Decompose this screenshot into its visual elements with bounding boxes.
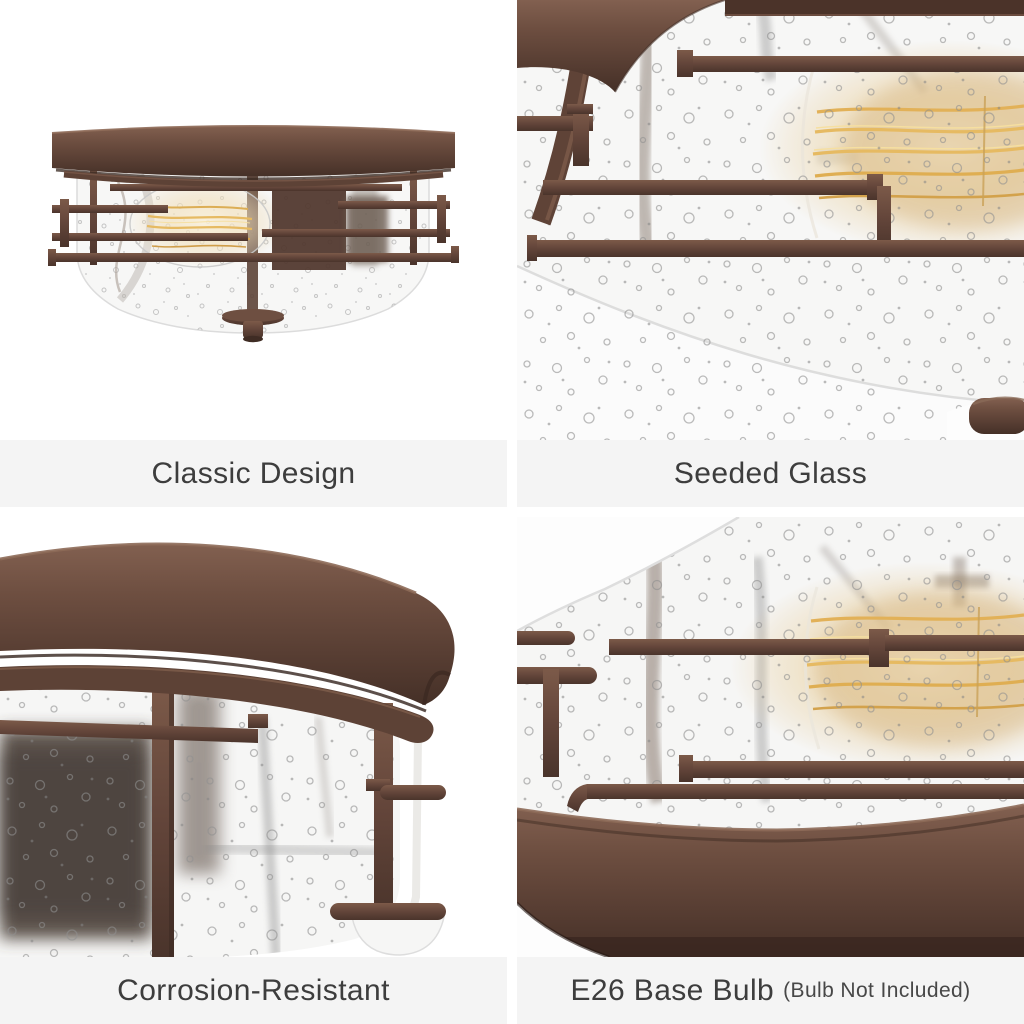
caption-corrosion-resistant: Corrosion-Resistant — [0, 957, 507, 1024]
finial-stub — [947, 396, 1024, 440]
metal-cage-bars — [0, 683, 446, 957]
bronze-rim — [517, 803, 1024, 957]
product-photo-full-fixture — [0, 0, 507, 440]
bronze-band-corner — [517, 0, 1024, 93]
dome-silhouette — [517, 517, 740, 633]
caption-classic-design: Classic Design — [0, 440, 507, 507]
feature-card-corrosion-resistant: Corrosion-Resistant — [0, 517, 507, 1024]
bronze-band — [51, 125, 456, 187]
caption-text: E26 Base Bulb — [570, 973, 775, 1007]
caption-e26-base-bulb: E26 Base Bulb (Bulb Not Included) — [517, 957, 1024, 1024]
seeded-glass-panel — [0, 669, 423, 957]
seeded-glass-dome — [517, 517, 1024, 833]
caption-note: (Bulb Not Included) — [783, 979, 971, 1002]
caption-text: Classic Design — [151, 456, 356, 490]
finial — [222, 309, 284, 343]
feature-card-e26-base-bulb: E26 Base Bulb (Bulb Not Included) — [517, 517, 1024, 1024]
feature-card-seeded-glass: Seeded Glass — [517, 0, 1024, 507]
glass-dome-bottom — [351, 916, 445, 956]
caption-text: Corrosion-Resistant — [117, 973, 390, 1007]
feature-card-classic-design: Classic Design — [0, 0, 507, 507]
caption-seeded-glass: Seeded Glass — [517, 440, 1024, 507]
product-photo-bulb-closeup — [517, 517, 1024, 957]
metal-cage — [48, 170, 459, 266]
product-photo-finish-closeup — [0, 517, 507, 957]
caption-text: Seeded Glass — [673, 456, 868, 490]
metal-cage-bars — [517, 629, 1024, 812]
product-photo-seeded-glass-closeup — [517, 0, 1024, 440]
metal-cage-bars — [517, 50, 1024, 261]
band-lower-lip — [0, 665, 434, 743]
bronze-band — [0, 542, 455, 743]
